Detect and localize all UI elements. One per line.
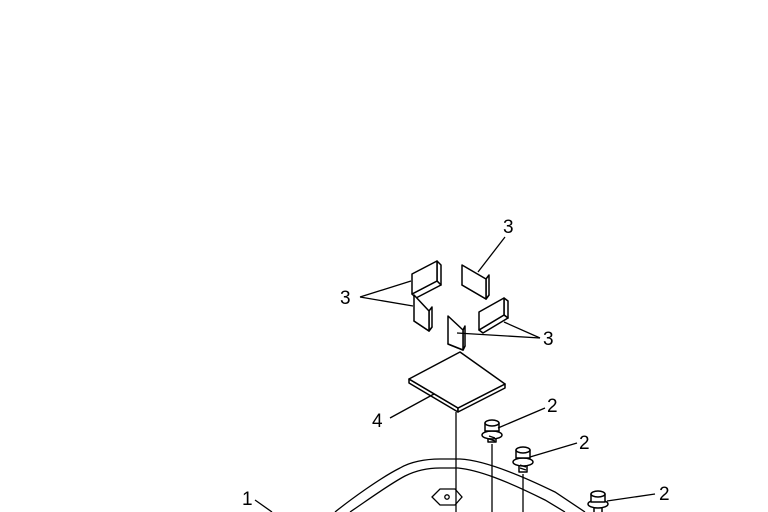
callout-damper-top: 3 <box>503 217 514 238</box>
callout-bolt-a: 2 <box>547 396 558 417</box>
callout-bolt-c: 2 <box>659 484 670 505</box>
callout-bolt-b: 2 <box>579 433 590 454</box>
bolt-3 <box>587 490 609 512</box>
bolt-2 <box>512 446 534 512</box>
damper-middle <box>447 315 466 351</box>
callout-damper-right: 3 <box>543 329 554 350</box>
damper-top-left <box>411 260 442 299</box>
leader-lines <box>254 236 656 512</box>
damper-left <box>413 294 433 332</box>
plate <box>408 351 506 413</box>
callout-seat: 1 <box>242 489 253 510</box>
bolt-1 <box>481 419 503 512</box>
damper-top-right <box>461 264 490 300</box>
seat-cover <box>334 458 586 512</box>
callout-plate: 4 <box>372 411 383 432</box>
callout-damper-left: 3 <box>340 288 351 309</box>
damper-right <box>478 297 509 334</box>
